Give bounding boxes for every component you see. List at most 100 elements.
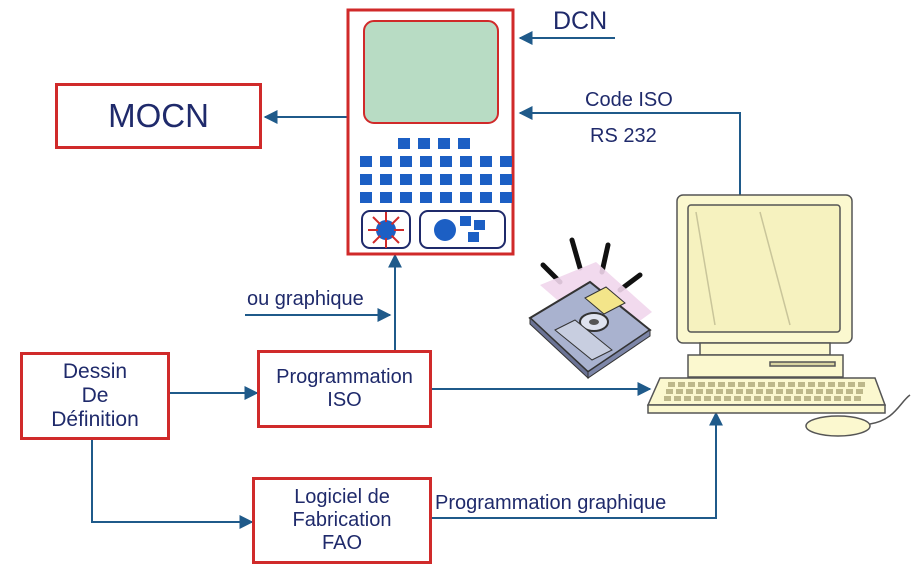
programmation-iso-box: Programmation ISO <box>257 350 432 428</box>
keyboard-key <box>858 382 865 387</box>
keyboard-key <box>798 382 805 387</box>
keyboard-key <box>736 389 743 394</box>
dcn-label: DCN <box>553 7 608 35</box>
keyboard-key <box>808 382 815 387</box>
keypad-key <box>400 156 412 167</box>
arrow-fao-to-computer <box>432 411 723 519</box>
keypad-key <box>420 174 432 185</box>
keypad-key <box>440 174 452 185</box>
dessin-box: Dessin De Définition <box>20 352 170 440</box>
keyboard-key <box>724 396 731 401</box>
keyboard-key <box>826 389 833 394</box>
keyboard-key <box>784 396 791 401</box>
keyboard-key <box>846 389 853 394</box>
keyboard-key <box>794 396 801 401</box>
keyboard-key <box>688 382 695 387</box>
keypad-key <box>500 174 512 185</box>
keyboard-key <box>694 396 701 401</box>
keyboard-key <box>668 382 675 387</box>
keyboard-key <box>806 389 813 394</box>
keyboard-key <box>838 382 845 387</box>
keypad-key <box>420 192 432 203</box>
fao-line-3: FAO <box>321 532 362 554</box>
keyboard-key <box>726 389 733 394</box>
keypad-key <box>418 138 430 149</box>
keypad-key <box>360 156 372 167</box>
keyboard-key <box>796 389 803 394</box>
dessin-line-1: Dessin <box>62 359 128 383</box>
keypad-key <box>460 174 472 185</box>
keyboard-key <box>676 389 683 394</box>
keyboard-key <box>824 396 831 401</box>
keyboard-key <box>778 382 785 387</box>
keypad-key <box>420 156 432 167</box>
keyboard-key <box>748 382 755 387</box>
fao-line-1: Logiciel de <box>294 486 390 508</box>
keypad-key <box>480 156 492 167</box>
keyboard-key <box>844 396 851 401</box>
keyboard-key <box>818 382 825 387</box>
keyboard-key <box>828 382 835 387</box>
keyboard-key <box>856 389 863 394</box>
keypad-key <box>440 192 452 203</box>
keyboard-key <box>804 396 811 401</box>
rs232-label: RS 232 <box>590 125 657 147</box>
keyboard-key <box>666 389 673 394</box>
keyboard-key <box>674 396 681 401</box>
prog-iso-line-2: ISO <box>327 389 362 411</box>
keypad-key <box>438 138 450 149</box>
keyboard-key <box>684 396 691 401</box>
keypad-key <box>380 192 392 203</box>
mocn-label: MOCN <box>108 97 209 135</box>
keyboard-key <box>768 382 775 387</box>
ou-graphique-label: ou graphique <box>247 288 364 310</box>
fao-box: Logiciel de Fabrication FAO <box>252 477 432 564</box>
keypad-key <box>440 156 452 167</box>
keyboard-key <box>738 382 745 387</box>
dessin-line-2: De <box>81 383 109 407</box>
keypad-key <box>380 174 392 185</box>
keyboard-key <box>754 396 761 401</box>
keyboard-key <box>764 396 771 401</box>
keypad-key <box>460 156 472 167</box>
keyboard-key <box>696 389 703 394</box>
keyboard-key <box>678 382 685 387</box>
keyboard-key <box>836 389 843 394</box>
keyboard-key <box>834 396 841 401</box>
keyboard-key <box>816 389 823 394</box>
keyboard-key <box>758 382 765 387</box>
keypad-key <box>400 192 412 203</box>
keyboard-key <box>854 396 861 401</box>
mocn-box: MOCN <box>55 83 262 149</box>
keyboard-key <box>814 396 821 401</box>
keyboard-key <box>774 396 781 401</box>
keyboard-key <box>788 382 795 387</box>
keypad-key <box>398 138 410 149</box>
fao-line-2: Fabrication <box>292 509 392 531</box>
keyboard-key <box>728 382 735 387</box>
keyboard-key <box>714 396 721 401</box>
keypad-key <box>460 192 472 203</box>
keyboard-key <box>718 382 725 387</box>
keyboard-key <box>686 389 693 394</box>
keyboard-key <box>746 389 753 394</box>
programmation-graphique-label: Programmation graphique <box>435 492 667 514</box>
keyboard-key <box>756 389 763 394</box>
keyboard-key <box>786 389 793 394</box>
keyboard-key <box>734 396 741 401</box>
arrow-dessin-to-fao <box>91 440 254 529</box>
keyboard-key <box>776 389 783 394</box>
keypad-key <box>380 156 392 167</box>
keyboard-key <box>698 382 705 387</box>
prog-iso-line-1: Programmation <box>276 366 413 388</box>
keyboard-key <box>664 396 671 401</box>
keypad-key <box>500 156 512 167</box>
keypad-key <box>360 192 372 203</box>
keypad-key <box>400 174 412 185</box>
keypad-key <box>500 192 512 203</box>
dessin-line-3: Définition <box>51 408 139 432</box>
